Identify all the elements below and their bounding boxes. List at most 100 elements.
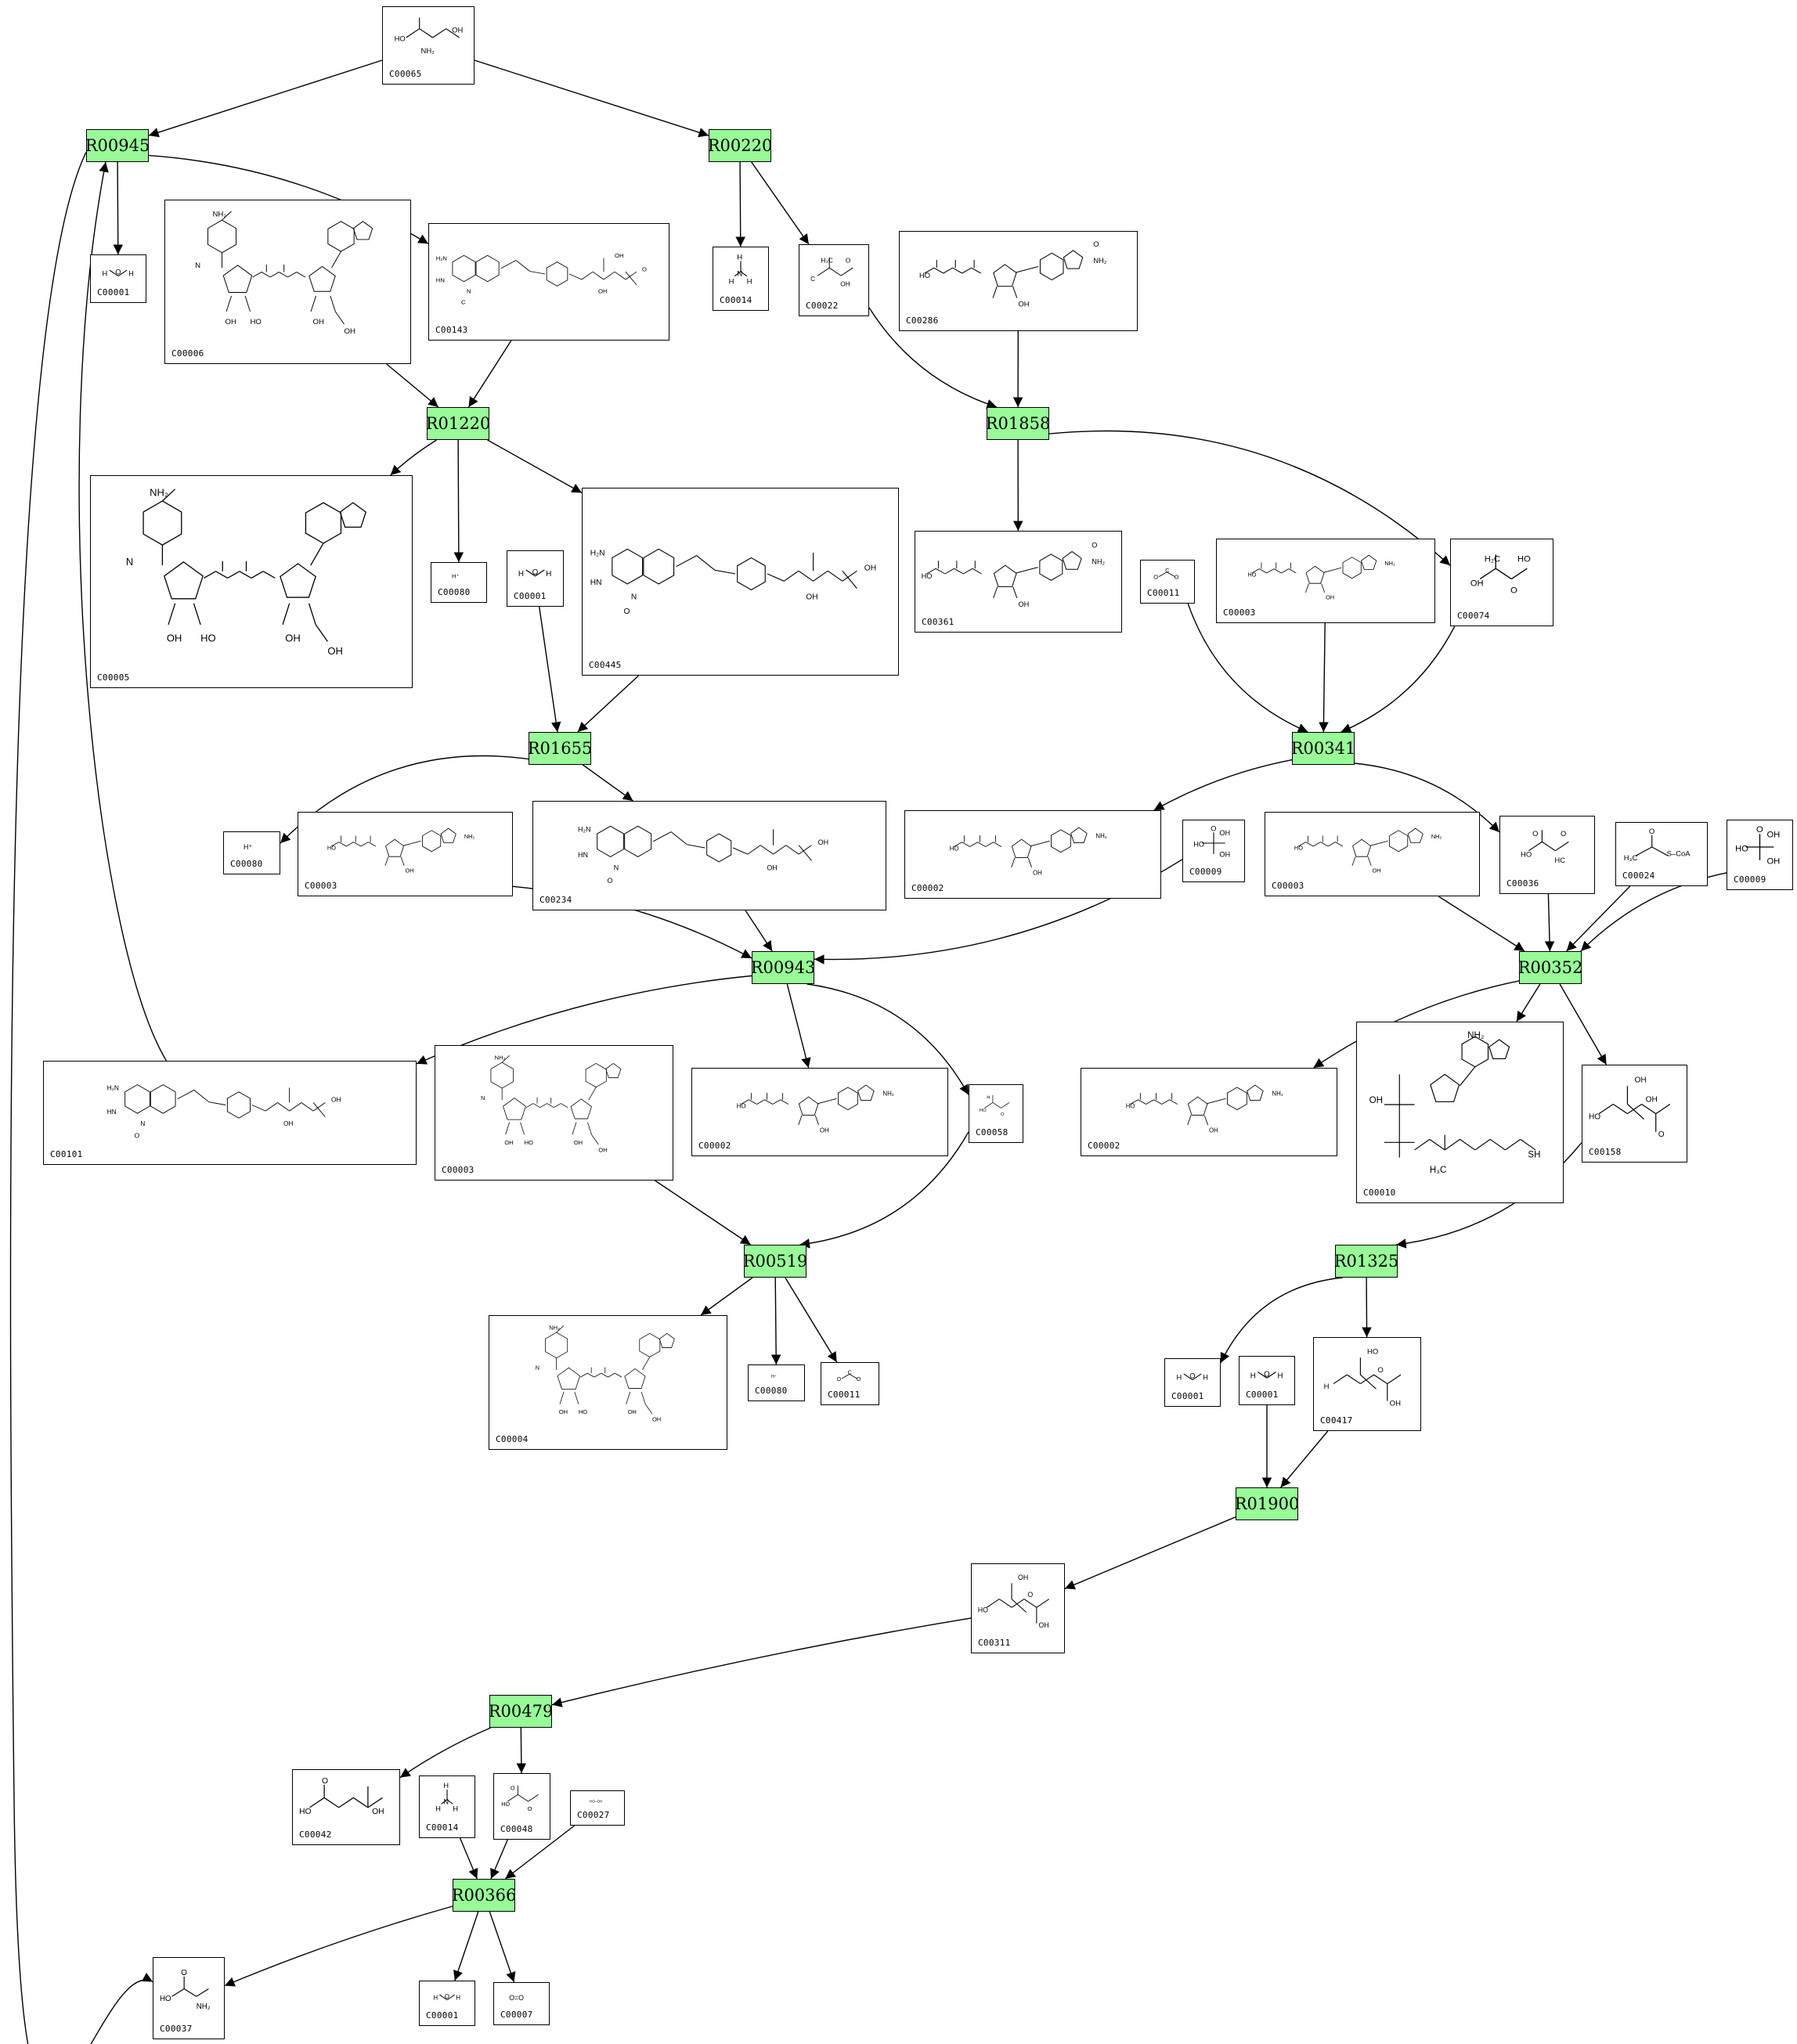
atom-label: HO [1247, 571, 1256, 579]
compound-node-c00080-a[interactable]: H⁺C00080 [431, 562, 487, 603]
atom-label: HO [395, 34, 406, 43]
reaction-node-r01325[interactable]: R01325 [1334, 1245, 1398, 1278]
reaction-node-r00366[interactable]: R00366 [452, 1879, 516, 1912]
atom-label: NH₂ [1431, 833, 1442, 840]
compound-id-label: C00101 [50, 1149, 83, 1159]
atom-label: O [1510, 586, 1517, 595]
reaction-node-r01220[interactable]: R01220 [426, 407, 490, 440]
atom-label: HO–OH [590, 1799, 602, 1803]
edge-c00101-to-r00945 [78, 161, 168, 1062]
compound-id-label: C00074 [1457, 611, 1490, 621]
atom-label: OH [1018, 1574, 1028, 1581]
reaction-node-r01858[interactable]: R01858 [986, 407, 1050, 440]
atom-label: OH [1373, 867, 1381, 874]
reaction-node-r00220[interactable]: R00220 [708, 129, 772, 162]
reaction-node-r01900[interactable]: R01900 [1235, 1487, 1299, 1520]
atom-label: O [1532, 829, 1538, 838]
atom-label: OH [1219, 850, 1230, 858]
compound-node-c00080-b[interactable]: H⁺C00080 [223, 831, 280, 874]
atom-label: OH [767, 864, 777, 872]
edge-r00366-to-c00037 [224, 1905, 453, 1987]
edge-r01900-to-c00311 [1064, 1516, 1236, 1590]
atom-label: N [481, 1094, 485, 1101]
compound-id-label: C00006 [171, 348, 204, 359]
atom-label: O [322, 1777, 328, 1786]
atom-label: S–CoA [1667, 849, 1691, 858]
compound-id-label: C00361 [922, 617, 954, 627]
compound-node-c00080-c[interactable]: H⁺C00080 [748, 1364, 805, 1401]
edge-r01325-to-c00417 [1362, 1277, 1372, 1338]
atom-label: HN [590, 579, 602, 587]
atom-label: OH [1209, 1127, 1218, 1134]
reaction-node-r00943[interactable]: R00943 [751, 951, 815, 984]
reaction-node-r01655[interactable]: R01655 [528, 732, 592, 765]
edge-c00074-to-r00341 [1341, 625, 1456, 733]
atom-label: O [642, 266, 647, 273]
reaction-node-r00479[interactable]: R00479 [489, 1695, 553, 1728]
reaction-node-r00945[interactable]: R00945 [85, 129, 150, 162]
molecule-structure: H⁺ [436, 568, 482, 582]
reaction-node-r00519[interactable]: R00519 [743, 1245, 807, 1278]
reaction-node-r00341[interactable]: R00341 [1291, 732, 1355, 765]
reaction-node-r00352[interactable]: R00352 [1518, 951, 1582, 984]
compound-id-label: C00080 [755, 1386, 788, 1396]
edge-c00001_b-to-r01655 [539, 606, 561, 733]
compound-id-label: C00048 [500, 1824, 533, 1834]
